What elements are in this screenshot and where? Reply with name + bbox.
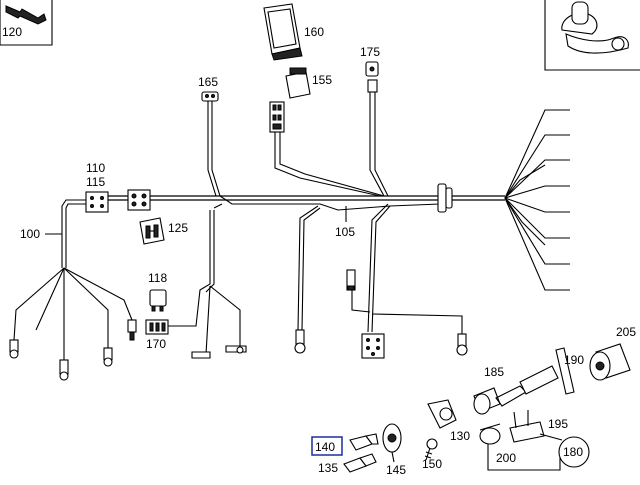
clamp-200[interactable]: 200 bbox=[479, 423, 561, 471]
connector-harness-left[interactable] bbox=[127, 189, 151, 211]
label-125: 125 bbox=[168, 221, 188, 235]
label-175: 175 bbox=[360, 45, 380, 59]
part-140[interactable]: 140 bbox=[311, 433, 379, 456]
label-100: 100 bbox=[20, 227, 40, 241]
label-110: 110 bbox=[86, 161, 105, 175]
branch-170 bbox=[168, 203, 241, 355]
label-105: 105 bbox=[335, 225, 355, 239]
socket-205[interactable]: 205 bbox=[589, 325, 636, 381]
terminal-lower-right[interactable] bbox=[456, 333, 468, 356]
label-160: 160 bbox=[304, 25, 324, 39]
label-155: 155 bbox=[312, 73, 332, 87]
inset-top-right[interactable] bbox=[544, 0, 640, 71]
bracket-195[interactable]: 195 bbox=[509, 410, 568, 443]
branch-100 bbox=[13, 199, 133, 360]
part-135[interactable]: 135 bbox=[318, 453, 377, 475]
label-135: 135 bbox=[318, 461, 338, 475]
relay-125[interactable]: 125 bbox=[139, 217, 188, 245]
label-130: 130 bbox=[450, 429, 470, 443]
branch-155-160 bbox=[274, 132, 385, 197]
label-185: 185 bbox=[484, 365, 504, 379]
connector-170[interactable]: 170 bbox=[145, 319, 169, 351]
connector-lower-block[interactable] bbox=[361, 333, 385, 359]
module-160[interactable]: 160 bbox=[263, 3, 324, 61]
label-200: 200 bbox=[496, 451, 516, 465]
part-130[interactable]: 130 bbox=[427, 399, 470, 443]
socket-190[interactable]: 190 bbox=[519, 347, 584, 395]
label-165: 165 bbox=[198, 75, 218, 89]
connector-110-115[interactable]: 110 115 bbox=[85, 161, 109, 213]
branch-175 bbox=[369, 92, 389, 197]
part-145[interactable]: 145 bbox=[382, 423, 406, 477]
label-190: 190 bbox=[564, 353, 584, 367]
label-115: 115 bbox=[86, 175, 105, 189]
label-205: 205 bbox=[616, 325, 636, 339]
label-145: 145 bbox=[386, 463, 406, 477]
part-150[interactable]: 150 bbox=[422, 438, 442, 471]
label-118: 118 bbox=[148, 271, 167, 285]
label-195: 195 bbox=[548, 417, 568, 431]
branch-center-drop bbox=[297, 205, 321, 331]
branch-165 bbox=[207, 100, 221, 197]
relay-155[interactable]: 155 bbox=[285, 67, 332, 99]
highlight-box-140 bbox=[311, 436, 343, 456]
circle-180[interactable]: 180 bbox=[539, 433, 590, 468]
label-150: 150 bbox=[422, 457, 442, 471]
terminals-100[interactable] bbox=[9, 319, 137, 381]
connector-155-stack[interactable] bbox=[269, 101, 285, 133]
sensor-lower[interactable] bbox=[346, 269, 356, 291]
label-120: 120 bbox=[2, 25, 22, 39]
harness-fan-out bbox=[504, 109, 570, 291]
label-180: 180 bbox=[563, 445, 583, 459]
terminals-170[interactable] bbox=[191, 345, 247, 359]
branch-lower-block bbox=[351, 203, 463, 334]
grommet-part[interactable] bbox=[437, 183, 453, 213]
connector-175[interactable]: 175 bbox=[360, 45, 380, 93]
main-harness bbox=[108, 195, 505, 211]
inset-120[interactable]: 120 bbox=[0, 0, 53, 46]
label-140: 140 bbox=[315, 440, 335, 454]
connector-165[interactable]: 165 bbox=[198, 75, 219, 102]
plug-185[interactable]: 185 bbox=[473, 365, 527, 415]
relay-118[interactable]: 118 bbox=[148, 271, 167, 312]
label-170: 170 bbox=[146, 337, 166, 351]
terminal-center[interactable] bbox=[294, 329, 306, 354]
